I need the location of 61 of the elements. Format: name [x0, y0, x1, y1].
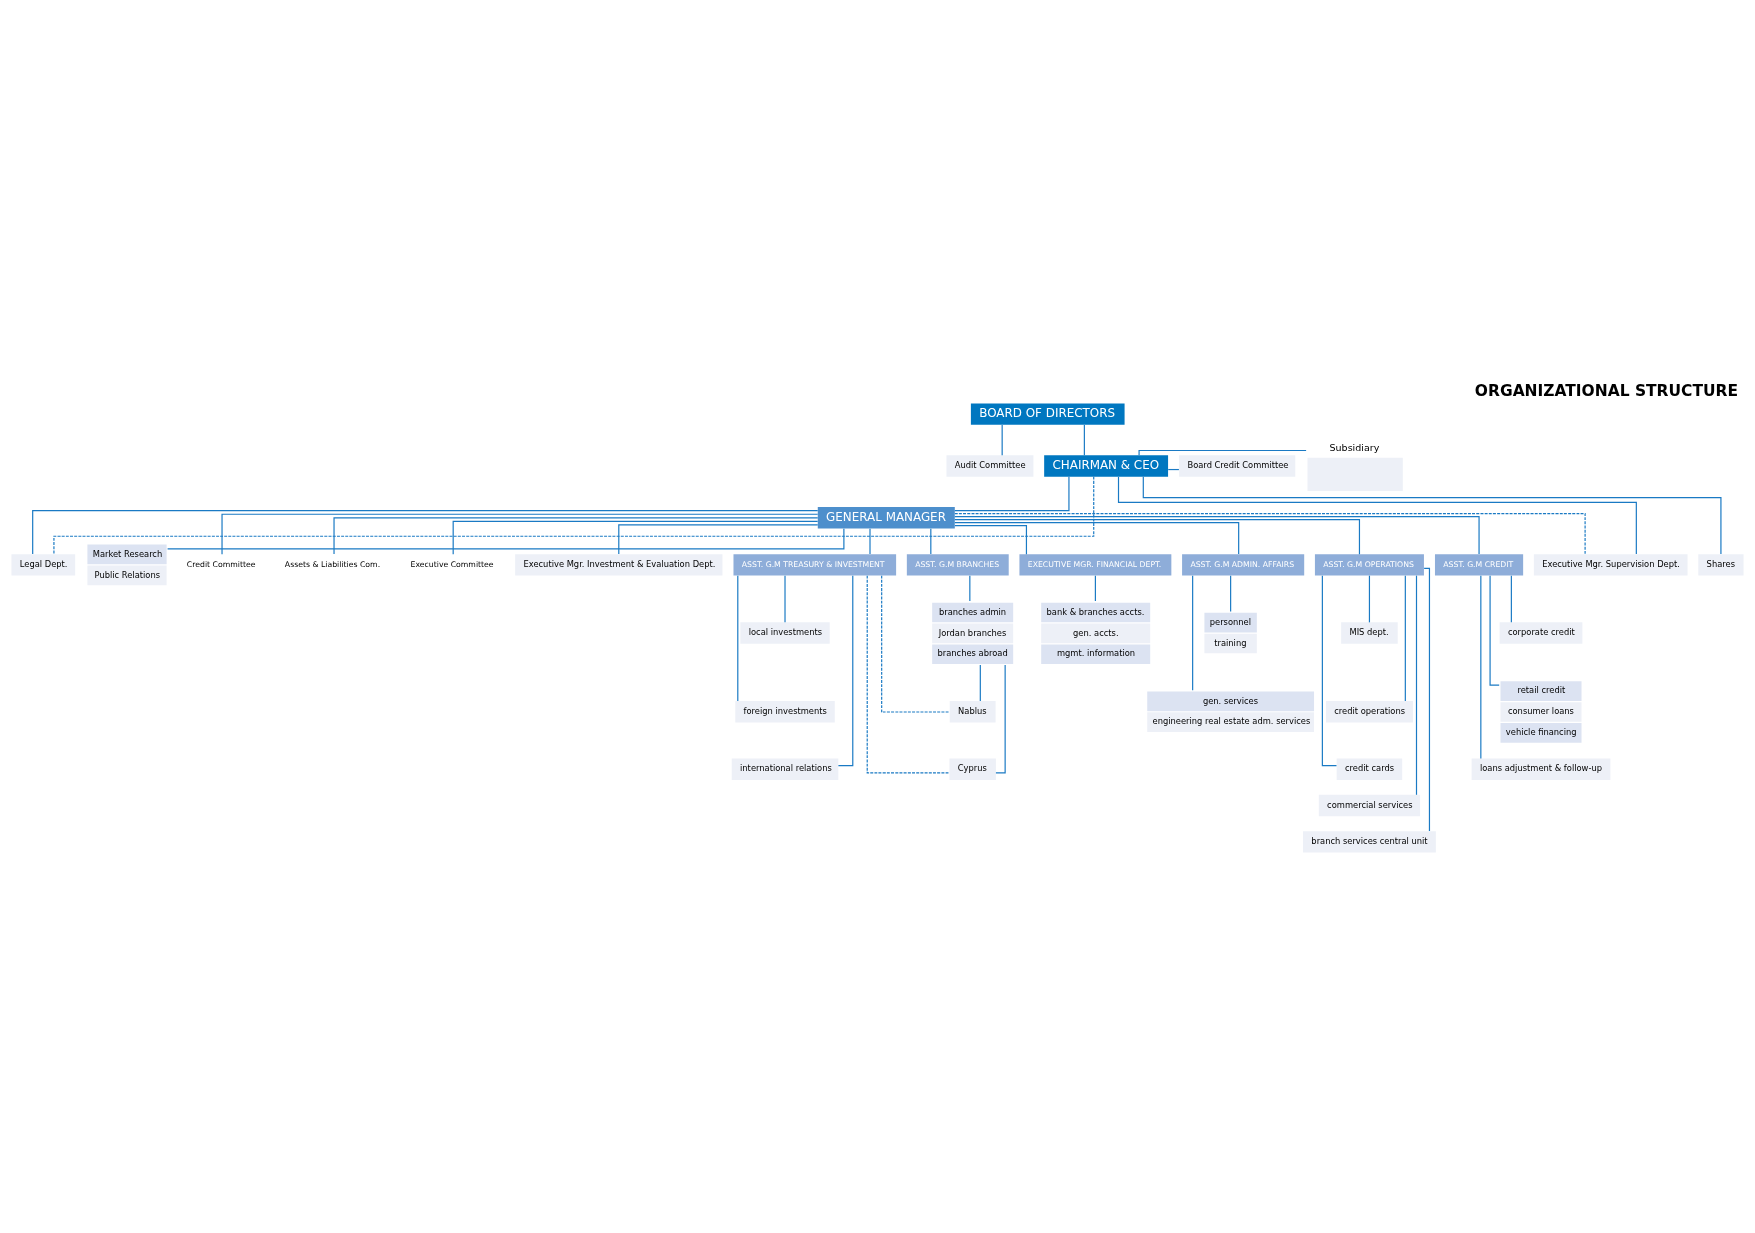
node-box: CHAIRMAN & CEO — [1044, 454, 1169, 477]
node-box: credit cards — [1336, 758, 1403, 780]
connector — [954, 518, 1361, 555]
connector — [1404, 574, 1406, 701]
node-box: Executive Mgr. Supervision Dept. — [1533, 553, 1688, 576]
node-box: branch services central unit — [1303, 830, 1436, 853]
node-box: Board Credit Committee — [1179, 454, 1296, 477]
node-box: GENERAL MANAGER — [817, 506, 955, 529]
connector — [969, 574, 971, 602]
connector — [1321, 574, 1338, 766]
connector — [452, 520, 819, 555]
connector — [737, 574, 739, 701]
connector — [1368, 574, 1371, 623]
node-box: international relations — [731, 758, 839, 780]
connector — [221, 513, 819, 555]
connector — [881, 574, 951, 713]
connector — [866, 574, 950, 773]
connector — [53, 475, 1095, 555]
connector — [954, 512, 1586, 555]
connector — [1094, 574, 1096, 602]
connector — [1083, 423, 1085, 456]
connector — [1510, 574, 1512, 623]
connector — [32, 509, 819, 554]
connector — [954, 524, 1028, 555]
node-box: Nablus — [949, 700, 996, 722]
connector — [1230, 574, 1232, 612]
connector — [954, 515, 1480, 554]
connector — [954, 475, 1070, 511]
node-box: commercial services — [1318, 794, 1421, 816]
connector — [995, 663, 1006, 773]
connector — [869, 527, 871, 555]
node-box: corporate credit — [1499, 621, 1583, 644]
node-box: Audit Committee — [946, 454, 1034, 477]
connector — [1415, 574, 1418, 795]
connector — [1138, 449, 1307, 456]
connector — [979, 663, 981, 701]
node-box: MIS dept. — [1341, 621, 1398, 644]
node-label: Subsidiary — [1329, 441, 1380, 453]
connector — [1423, 567, 1431, 832]
node-box: Executive Mgr. Investment & Evaluation Dept. — [515, 553, 723, 576]
connector — [1142, 475, 1722, 555]
connector — [930, 527, 932, 555]
node-box: credit operations — [1325, 700, 1413, 722]
connector — [1480, 574, 1482, 759]
connector — [837, 574, 854, 766]
connector — [1489, 574, 1500, 686]
node-box: Shares — [1698, 553, 1744, 576]
connector — [1192, 574, 1194, 691]
connector — [618, 523, 819, 555]
connector — [1117, 475, 1637, 555]
node-box: Cyprus — [949, 758, 996, 780]
connector — [333, 516, 819, 555]
node-box: loans adjustment & follow-up — [1471, 758, 1611, 780]
node-box: local investments — [740, 621, 830, 644]
diagram-title: ORGANIZATIONAL STRUCTURE — [1474, 381, 1739, 400]
node-box: Legal Dept. — [11, 553, 76, 576]
connector — [954, 521, 1240, 555]
connector — [1001, 423, 1003, 456]
node-box: BOARD OF DIRECTORS — [970, 402, 1125, 425]
node-box: foreign investments — [735, 700, 835, 722]
connector — [167, 527, 845, 549]
